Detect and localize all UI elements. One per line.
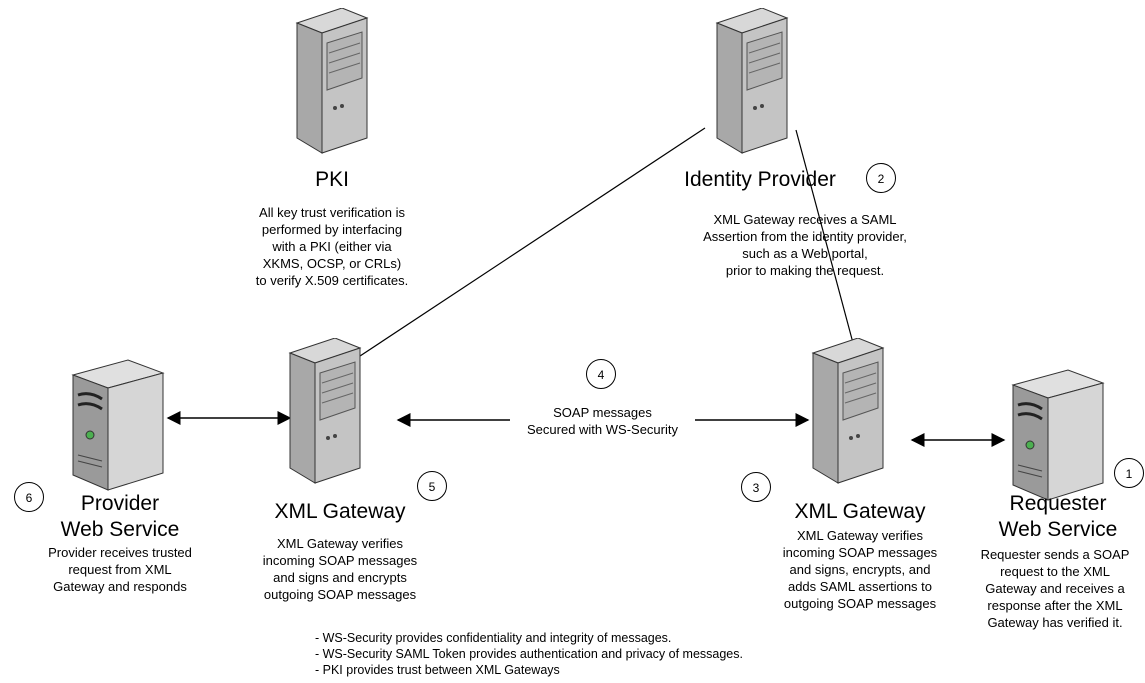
provider-title-line1: Provider bbox=[80, 492, 160, 515]
pki-server-icon bbox=[295, 8, 369, 154]
note-item: - WS-Security SAML Token provides authen… bbox=[315, 647, 743, 661]
step-3-badge: 3 bbox=[741, 472, 771, 502]
requester-title-line2: Web Service bbox=[998, 518, 1118, 541]
idp-description: XML Gateway receives a SAML Assertion fr… bbox=[703, 212, 907, 278]
link-gateway-left-to-idp bbox=[356, 127, 706, 359]
pki-description: All key trust verification is performed … bbox=[255, 205, 409, 288]
provider-title-line2: Web Service bbox=[60, 518, 180, 541]
step-4-badge: 4 bbox=[586, 359, 616, 389]
identity-provider-server-icon bbox=[715, 8, 789, 154]
gateway-right-description: XML Gateway verifies incoming SOAP messa… bbox=[782, 528, 938, 611]
requester-description: Requester sends a SOAP request to the XM… bbox=[980, 547, 1130, 630]
step-1-badge: 1 bbox=[1114, 458, 1144, 488]
gateway-right-title: XML Gateway bbox=[794, 500, 926, 523]
note-item: - WS-Security provides confidentiality a… bbox=[315, 631, 672, 645]
link-idp-to-gateway-right bbox=[795, 129, 854, 344]
pki-title: PKI bbox=[315, 168, 349, 191]
provider-description: Provider receives trusted request from X… bbox=[48, 545, 192, 594]
requester-title-line1: Requester bbox=[1009, 492, 1107, 515]
gateway-right-server-icon bbox=[811, 338, 885, 484]
note-item: - PKI provides trust between XML Gateway… bbox=[315, 663, 560, 677]
step-5-badge: 5 bbox=[417, 471, 447, 501]
gateway-left-description: XML Gateway verifies incoming SOAP messa… bbox=[262, 536, 418, 602]
gateway-left-server-icon bbox=[288, 338, 362, 484]
soap-link-label: SOAP messages Secured with WS-Security bbox=[510, 404, 695, 438]
requester-workstation-icon bbox=[1011, 369, 1105, 501]
notes-list: - WS-Security provides confidentiality a… bbox=[315, 630, 743, 678]
step-2-badge: 2 bbox=[866, 163, 896, 193]
gateway-left-title: XML Gateway bbox=[274, 500, 406, 523]
idp-title: Identity Provider bbox=[684, 168, 836, 191]
step-6-badge: 6 bbox=[14, 482, 44, 512]
provider-workstation-icon bbox=[71, 359, 165, 491]
